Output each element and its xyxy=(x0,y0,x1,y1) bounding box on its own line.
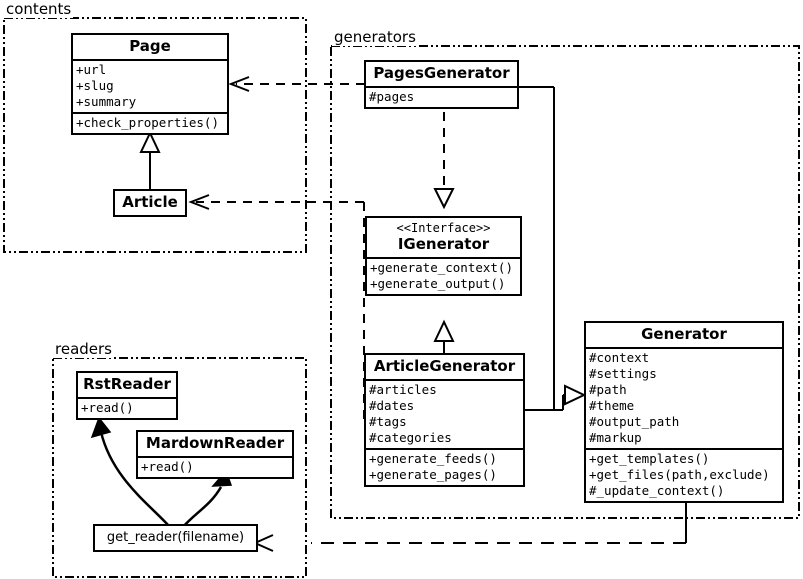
articlegenerator-uses-article-connector xyxy=(188,194,366,424)
class-title-mardownreader: MardownReader xyxy=(145,434,285,452)
class-title-generator: Generator xyxy=(641,325,727,343)
article-inherits-page-connector xyxy=(139,130,161,189)
class-operations-igenerator: +generate_context() +generate_output() xyxy=(367,257,520,294)
class-title-articlegenerator: ArticleGenerator xyxy=(373,357,516,375)
attribute-slug: +slug xyxy=(76,78,114,93)
pagesgenerator-realizes-igenerator-connector xyxy=(433,112,455,210)
class-box-article[interactable]: Article xyxy=(113,189,187,217)
operation-generate-context: +generate_context() xyxy=(370,260,513,275)
class-attributes-generator: #context #settings #path #theme #output_… xyxy=(586,347,782,448)
attribute-output-path: #output_path xyxy=(589,414,680,429)
class-box-articlegenerator[interactable]: ArticleGenerator #articles #dates #tags … xyxy=(364,353,525,487)
function-box-get-reader[interactable]: get_reader(filename) xyxy=(93,524,258,552)
attribute-dates: #dates xyxy=(369,398,415,413)
class-box-generator[interactable]: Generator #context #settings #path #them… xyxy=(584,321,784,503)
operation-generate-output: +generate_output() xyxy=(370,276,506,291)
readers-package-frame xyxy=(52,357,307,578)
operation-read-rst: +read() xyxy=(81,400,134,415)
class-attributes-page: +url +slug +summary xyxy=(73,59,227,112)
class-box-rstreader[interactable]: RstReader +read() xyxy=(76,371,178,420)
operation-generate-pages: +generate_pages() xyxy=(369,467,497,482)
attribute-theme: #theme xyxy=(589,398,635,413)
operation-get-templates: +get_templates() xyxy=(589,451,710,466)
class-operations-articlegenerator: +generate_feeds() +generate_pages() xyxy=(366,448,523,485)
get-reader-creates-rstreader-connector xyxy=(90,416,169,526)
attribute-summary: +summary xyxy=(76,94,137,109)
class-title-page: Page xyxy=(129,37,171,55)
operation-generate-feeds: +generate_feeds() xyxy=(369,451,497,466)
class-name-igenerator: IGenerator xyxy=(397,235,490,253)
generators-package-label: generators xyxy=(332,28,418,46)
class-operations-page: +check_properties() xyxy=(73,112,227,133)
function-label-get-reader: get_reader(filename) xyxy=(106,530,245,545)
pagesgenerator-uses-page-connector xyxy=(228,76,365,92)
attribute-pages: #pages xyxy=(369,89,415,104)
attribute-context: #context xyxy=(589,350,650,365)
operation-check-properties: +check_properties() xyxy=(76,115,219,130)
class-title-pagesgenerator: PagesGenerator xyxy=(373,64,510,82)
attribute-path: #path xyxy=(589,382,627,397)
class-attributes-articlegenerator: #articles #dates #tags #categories xyxy=(366,379,523,448)
class-stereotype-igenerator: <<Interface>> xyxy=(396,221,491,235)
class-box-page[interactable]: Page +url +slug +summary +check_properti… xyxy=(71,33,229,135)
contents-package-label: contents xyxy=(4,0,74,18)
attribute-settings: #settings xyxy=(589,366,657,381)
class-title-igenerator: <<Interface>> IGenerator xyxy=(367,218,520,257)
articlegenerator-realizes-igenerator-connector xyxy=(433,319,455,353)
attribute-categories: #categories xyxy=(369,430,452,445)
class-title-article: Article xyxy=(122,193,178,211)
contents-package-frame xyxy=(3,17,307,253)
operation-read-markdown: +read() xyxy=(141,459,194,474)
operation-update-context: #_update_context() xyxy=(589,483,725,498)
class-operations-rstreader: +read() xyxy=(78,397,176,418)
readers-package-label: readers xyxy=(53,340,114,358)
get-reader-creates-mardownreader-connector xyxy=(181,469,233,529)
operation-get-files: +get_files(path,exclude) xyxy=(589,467,770,482)
attribute-articles: #articles xyxy=(369,382,437,397)
class-operations-generator: +get_templates() +get_files(path,exclude… xyxy=(586,448,782,501)
class-box-igenerator[interactable]: <<Interface>> IGenerator +generate_conte… xyxy=(365,216,522,296)
generators-inherit-generator-connector xyxy=(519,86,587,411)
attribute-markup: #markup xyxy=(589,430,642,445)
class-title-rstreader: RstReader xyxy=(83,375,171,393)
class-attributes-pagesgenerator: #pages xyxy=(366,86,517,107)
class-operations-mardownreader: +read() xyxy=(138,456,292,477)
generator-uses-get-reader-connector xyxy=(252,502,687,552)
generators-package-frame xyxy=(330,45,800,519)
attribute-tags: #tags xyxy=(369,414,407,429)
class-box-pagesgenerator[interactable]: PagesGenerator #pages xyxy=(364,60,519,109)
class-box-mardownreader[interactable]: MardownReader +read() xyxy=(136,430,294,479)
attribute-url: +url xyxy=(76,62,107,77)
